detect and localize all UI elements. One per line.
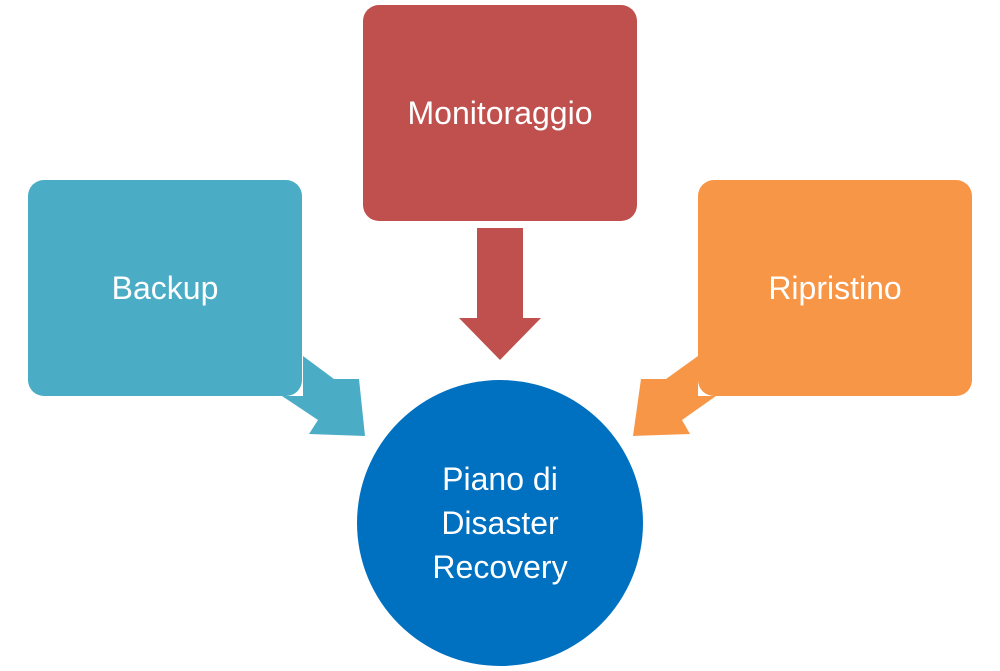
node-monitoring-label: Monitoraggio	[407, 94, 593, 131]
node-center-label: Piano di Disaster Recovery	[432, 461, 568, 585]
node-backup: Backup	[28, 180, 302, 396]
node-backup-label: Backup	[111, 269, 219, 306]
node-restore: Ripristino	[698, 180, 972, 396]
arrow-monitoring-to-center	[459, 228, 541, 360]
arrow-backup-to-center	[282, 356, 365, 436]
arrow-restore-to-center	[633, 356, 716, 436]
node-center: Piano di Disaster Recovery	[357, 380, 643, 666]
node-monitoring: Monitoraggio	[363, 5, 637, 221]
node-restore-label: Ripristino	[768, 269, 902, 306]
